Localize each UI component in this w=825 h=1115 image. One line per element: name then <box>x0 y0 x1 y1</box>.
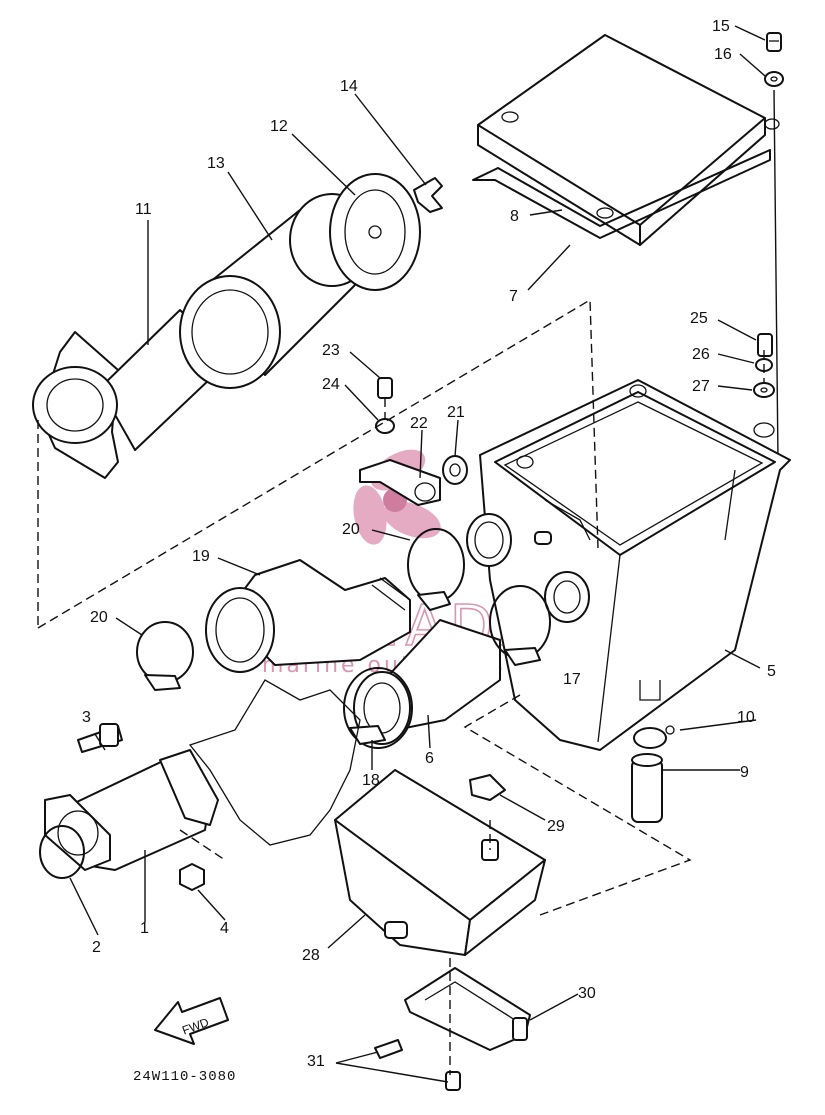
label-part-1: 1 <box>140 920 149 937</box>
label-part-23: 23 <box>322 342 340 359</box>
label-part-17: 17 <box>563 671 581 688</box>
gasket-2 <box>39 825 85 879</box>
label-part-18: 18 <box>362 772 380 789</box>
screw-25 <box>757 333 773 357</box>
label-part-19: 19 <box>192 548 210 565</box>
label-part-14: 14 <box>340 78 358 95</box>
bolt-3 <box>77 723 123 753</box>
label-part-26: 26 <box>692 346 710 363</box>
clamp-20-upper <box>407 528 465 611</box>
joint-19 <box>205 559 411 673</box>
label-part-29: 29 <box>547 818 565 835</box>
leader-lines <box>69 25 766 1083</box>
label-part-21: 21 <box>447 404 465 421</box>
filter-cap-12 <box>329 173 421 291</box>
screw-31-left <box>374 1039 403 1059</box>
label-part-9: 9 <box>740 764 749 781</box>
box-28 <box>334 769 546 956</box>
fwd-arrow-icon: FWD <box>154 997 229 1045</box>
label-part-6: 6 <box>425 750 434 767</box>
label-part-2: 2 <box>92 939 101 956</box>
bolt-15 <box>766 32 782 52</box>
label-part-7: 7 <box>509 288 518 305</box>
label-part-4: 4 <box>220 920 229 937</box>
label-part-3: 3 <box>82 709 91 726</box>
screw-23 <box>377 377 393 399</box>
label-part-22: 22 <box>410 415 428 432</box>
clamp-17 <box>489 585 551 666</box>
assembly-lines <box>37 298 765 1075</box>
washer-27 <box>753 382 775 398</box>
label-part-13: 13 <box>207 155 225 172</box>
clip-10 <box>633 725 675 749</box>
label-part-8: 8 <box>510 208 519 225</box>
lid-gasket <box>472 149 771 239</box>
label-part-27: 27 <box>692 378 710 395</box>
label-part-12: 12 <box>270 118 288 135</box>
label-part-30: 30 <box>578 985 596 1002</box>
intake-manifold-1 <box>44 749 219 871</box>
washer-16 <box>764 71 784 87</box>
bracket-30 <box>404 967 531 1051</box>
bolt-axis-line <box>773 89 779 461</box>
label-part-20-upper: 20 <box>342 521 360 538</box>
airbox-lid <box>477 34 780 246</box>
label-part-25: 25 <box>690 310 708 327</box>
label-part-28: 28 <box>302 947 320 964</box>
grommet-21 <box>442 455 468 485</box>
part-number-labels: 11 13 12 14 15 16 8 7 25 26 27 23 24 21 … <box>82 18 776 1070</box>
label-part-10: 10 <box>737 709 755 726</box>
diagram-code: 24W110-3080 <box>133 1069 236 1085</box>
screw-31-right <box>445 1071 461 1091</box>
label-part-20-lower: 20 <box>90 609 108 626</box>
label-part-31: 31 <box>307 1053 325 1070</box>
airbox-case <box>466 379 791 751</box>
label-part-24: 24 <box>322 376 340 393</box>
label-part-5: 5 <box>767 663 776 680</box>
label-part-15: 15 <box>712 18 730 35</box>
carburetor-outline <box>188 679 361 846</box>
label-part-11: 11 <box>135 201 152 218</box>
clamp-20-lower <box>136 621 194 691</box>
wing-nut-14 <box>413 177 443 213</box>
drain-hose-9 <box>631 753 663 823</box>
label-part-16: 16 <box>714 46 732 63</box>
nut-4 <box>179 863 205 891</box>
